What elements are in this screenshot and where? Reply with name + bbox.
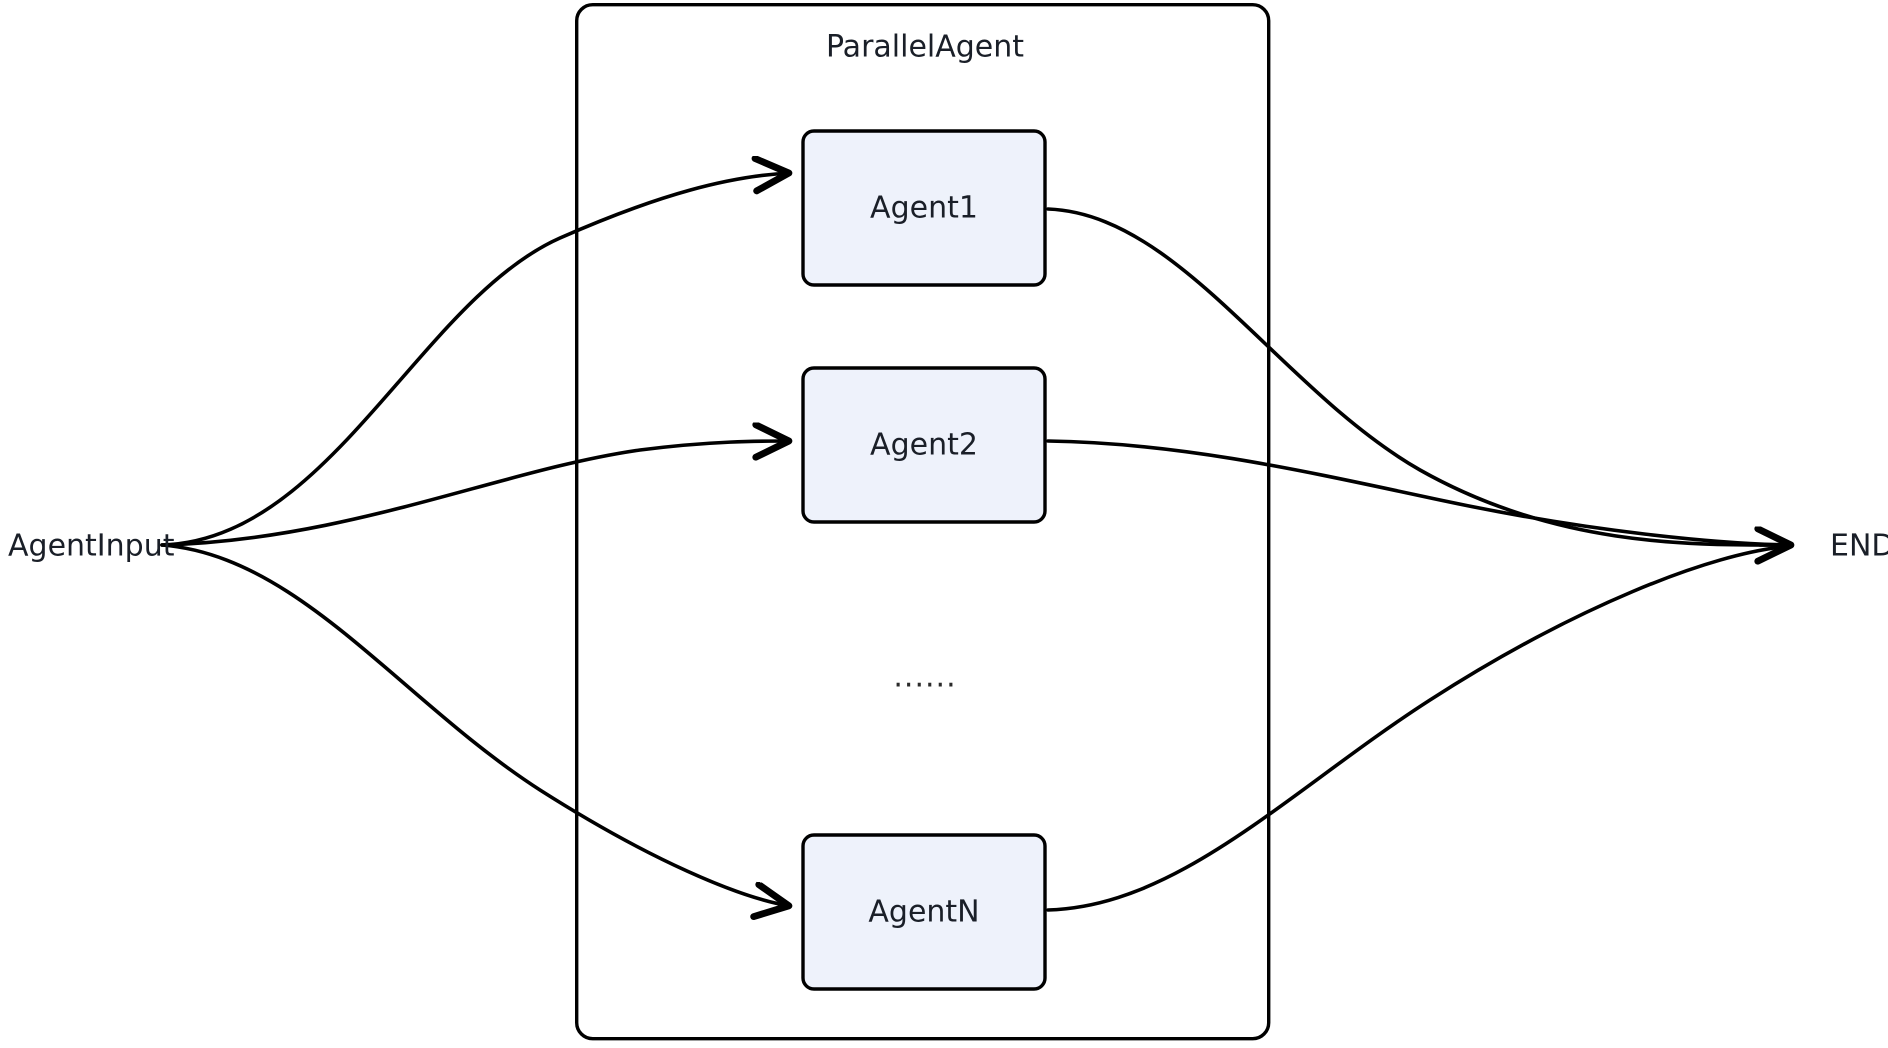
group-container-rect xyxy=(575,2,1271,1041)
edge-input-to-agentN xyxy=(160,543,790,906)
parallel-agent-group: ParallelAgent xyxy=(575,2,1271,1041)
more-agents-ellipsis: ...... xyxy=(893,660,956,695)
agentn-box[interactable] xyxy=(801,833,1047,991)
edge-input-to-agent2 xyxy=(160,441,790,547)
agent-node-agentN[interactable]: AgentN xyxy=(801,833,1047,991)
edge-input-to-agent1 xyxy=(160,173,790,547)
edge-agent1-to-end xyxy=(1046,207,1794,547)
agent1-label: Agent1 xyxy=(870,191,978,226)
incoming-edges xyxy=(160,173,790,906)
group-title-label: ParallelAgent xyxy=(826,30,1024,65)
edge-agent2-to-end xyxy=(1046,439,1794,547)
end-label: END xyxy=(1830,529,1888,564)
edge-agentN-to-end xyxy=(1046,544,1794,912)
agent-node-agent2[interactable]: Agent2 xyxy=(801,366,1047,524)
agent-input-label: AgentInput xyxy=(8,529,175,564)
agent2-label: Agent2 xyxy=(870,428,978,463)
agent2-box[interactable] xyxy=(801,366,1047,524)
agent1-box[interactable] xyxy=(801,129,1047,287)
agentn-label: AgentN xyxy=(868,895,979,930)
agent-node-agent1[interactable]: Agent1 xyxy=(801,129,1047,287)
outgoing-edges xyxy=(1046,207,1794,912)
